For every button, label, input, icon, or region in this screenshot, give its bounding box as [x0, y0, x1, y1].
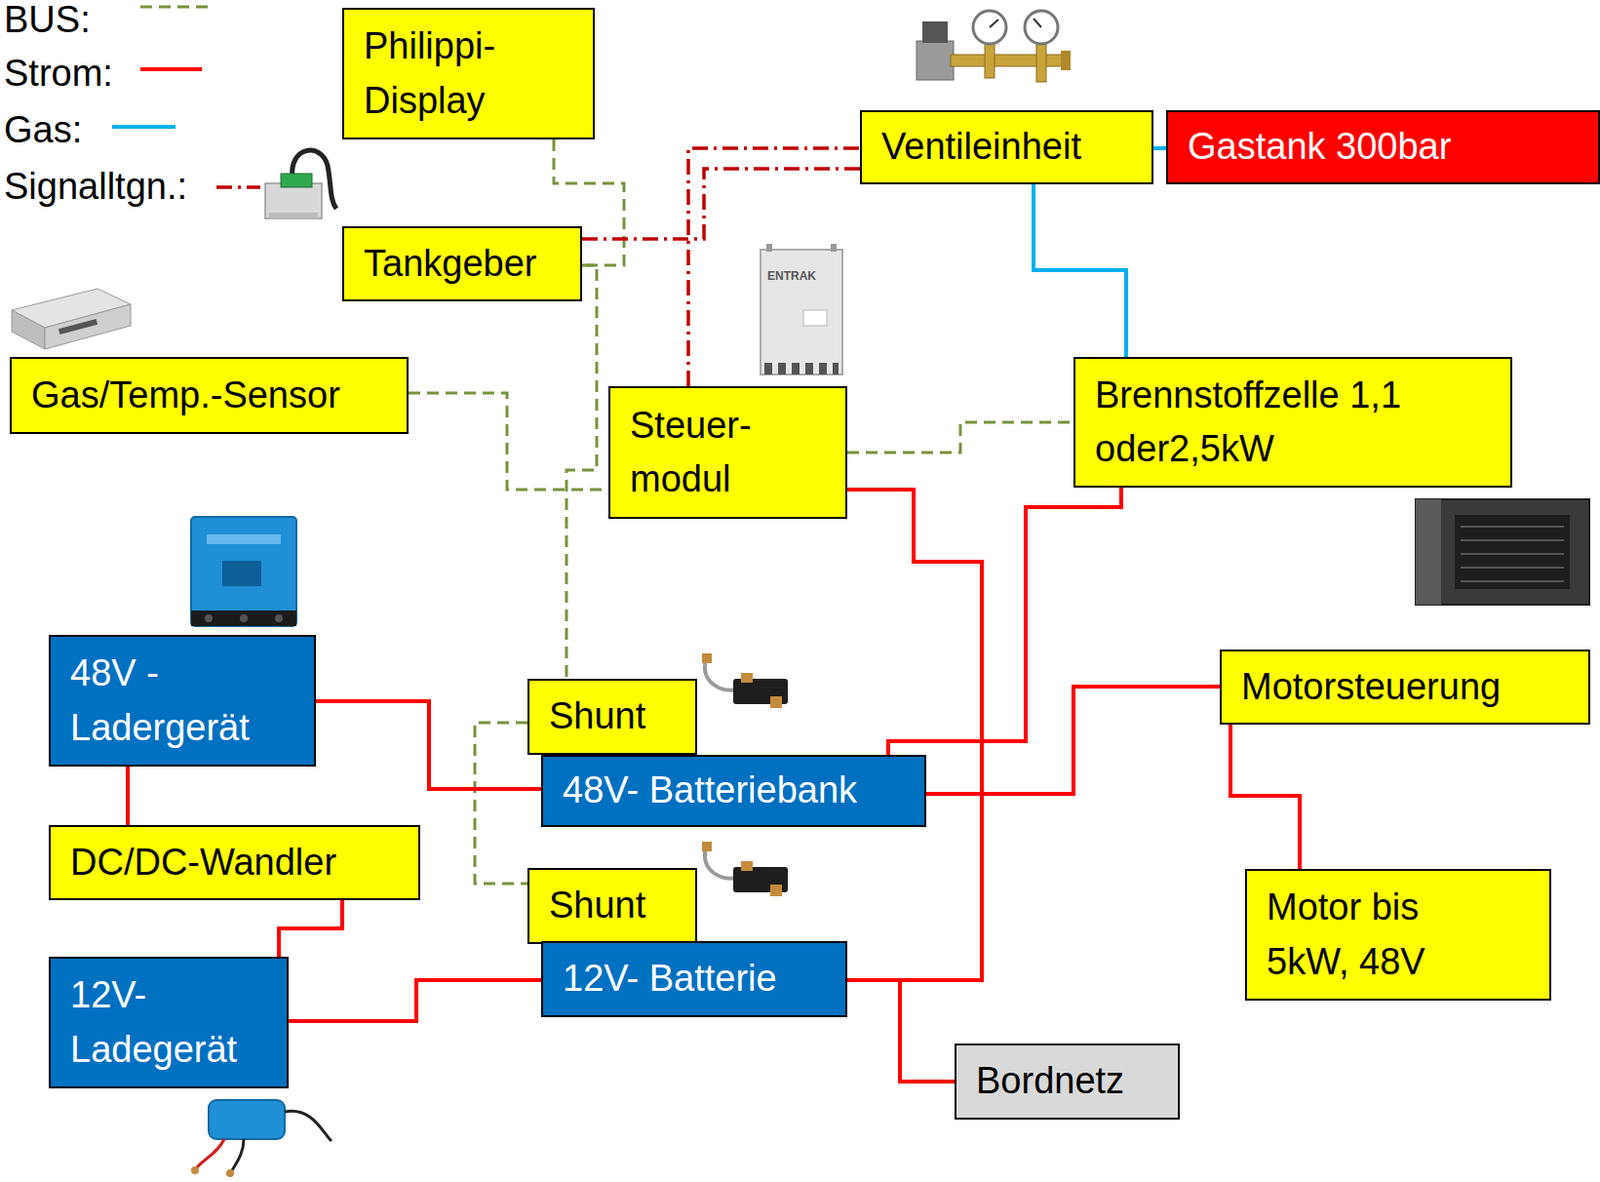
bus-line [474, 722, 528, 884]
box-label: Brennstoffzelle 1,1 oder2,5kW [1094, 368, 1466, 476]
bus-line [566, 265, 597, 679]
power-line [315, 701, 542, 789]
brand-label: ENTRAK [767, 269, 817, 283]
box-label: Philippi- Display [363, 19, 574, 127]
box-label: 12V- Ladegerät [70, 968, 256, 1076]
charger-box: 12V- Ladegerät [48, 956, 289, 1089]
legend-signal-sample [216, 185, 261, 190]
box-label: Motor bis 5kW, 48V [1266, 880, 1462, 988]
legend-label: Gas: [3, 110, 82, 150]
controller-picture [760, 243, 843, 375]
box-label: Motorsteuerung [1241, 660, 1501, 714]
power-line [847, 489, 982, 980]
power-line [125, 766, 130, 825]
power-line [288, 979, 542, 1021]
tank-box: Gastank 300bar [1166, 110, 1600, 185]
box-label: 48V - Ladergerät [70, 646, 280, 754]
motor-control-box: Motorsteuerung [1219, 649, 1591, 725]
tank-sender-picture [265, 150, 337, 219]
box-label: Gastank 300bar [1187, 119, 1451, 174]
legend-label: Signalltgn.: [3, 166, 188, 206]
controller-box: Steuer- modul [608, 386, 848, 519]
inverter-picture [191, 516, 297, 626]
sensor-picture [11, 288, 131, 350]
power-line [847, 979, 955, 1082]
legend-label: Strom: [3, 53, 114, 93]
charger-picture [191, 1099, 332, 1177]
gas-line [1153, 146, 1167, 151]
gas-line [1033, 184, 1127, 357]
signal-line [688, 148, 860, 387]
battery-box: 48V- Batteriebank [541, 754, 927, 827]
shunt-picture [702, 653, 788, 708]
box-label: Ventileinheit [881, 119, 1082, 174]
shunt-box: Shunt [527, 867, 698, 944]
sender-box: Tankgeber [342, 226, 583, 302]
signal-line [582, 168, 860, 239]
fuel-cell-box: Brennstoffzelle 1,1 oder2,5kW [1073, 356, 1513, 488]
box-label: DC/DC-Wandler [70, 835, 337, 890]
charger-box: 48V - Ladergerät [48, 634, 316, 767]
power-line [926, 686, 1220, 794]
box-label: Shunt [548, 878, 646, 933]
box-label: Shunt [548, 689, 646, 743]
legend-bus-sample [140, 5, 210, 9]
power-line [888, 487, 1122, 755]
sensor-box: Gas/Temp.-Sensor [9, 356, 409, 434]
legend-gas-sample [112, 124, 176, 129]
valve-box: Ventileinheit [859, 110, 1154, 185]
shunt-box: Shunt [527, 678, 698, 755]
box-label: 12V- Batterie [562, 951, 778, 1006]
grid-box: Bordnetz [954, 1043, 1180, 1120]
legend-label: BUS: [3, 0, 91, 40]
box-label: Gas/Temp.-Sensor [31, 368, 341, 423]
display-box: Philippi- Display [342, 7, 595, 140]
box-label: 48V- Batteriebank [562, 763, 858, 818]
fuel-cell-picture [1415, 499, 1590, 605]
box-label: Steuer- modul [629, 398, 796, 507]
box-label: Bordnetz [975, 1053, 1125, 1108]
bus-line [408, 392, 609, 490]
battery-box: 12V- Batterie [541, 940, 848, 1017]
power-line [278, 899, 343, 957]
motor-box: Motor bis 5kW, 48V [1245, 868, 1552, 1001]
valve-unit-picture [916, 10, 1071, 82]
bus-line [847, 422, 1074, 453]
converter-box: DC/DC-Wandler [48, 824, 421, 900]
box-label: Tankgeber [363, 236, 537, 291]
shunt-picture [702, 841, 788, 897]
power-line [1230, 724, 1300, 869]
legend-power-sample [140, 67, 202, 72]
